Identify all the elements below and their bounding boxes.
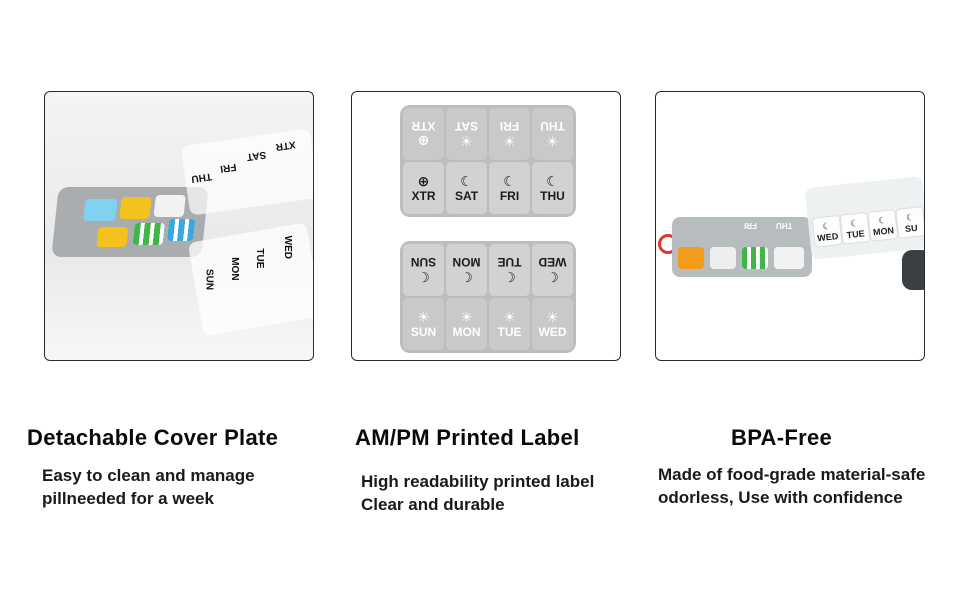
cell-flipped-thu: ☀THU <box>532 108 573 160</box>
sun-icon: ☀ <box>417 309 430 325</box>
compartment-white-pills <box>710 247 736 269</box>
cover-label-tue: TUE <box>253 248 265 269</box>
cell-wed: ☀WED <box>532 298 573 350</box>
moon-icon: ☾ <box>546 269 559 285</box>
cover-label-xtr: XTR <box>274 138 297 153</box>
sun-icon: ☀ <box>546 133 559 149</box>
label-thu-flipped: THU <box>776 221 793 230</box>
cross-circle-icon: ⊕ <box>417 173 430 189</box>
cell-sun: ☀SUN <box>403 298 444 350</box>
desc-line: pillneeded for a week <box>42 489 214 508</box>
cell-flipped-wed: ☾WED <box>532 244 573 296</box>
compartment-green-pills <box>742 247 768 269</box>
cover-label-fri: FRI <box>219 160 237 175</box>
desc-line: Made of food-grade material-safe <box>658 465 926 484</box>
feature-desc-bpa-free: Made of food-grade material-safe odorles… <box>658 463 925 509</box>
desc-line: Easy to clean and manage <box>42 466 255 485</box>
cell-sat: ☾SAT <box>446 162 487 214</box>
pill-box-base <box>51 187 209 257</box>
moon-icon: ☾ <box>417 269 430 285</box>
pill-box-base: FRI THU <box>672 217 812 277</box>
cover-label-mon: MON <box>229 257 241 281</box>
pill-box-bottom: ☾SUN ☾MON ☾TUE ☾WED ☀SUN ☀MON ☀TUE ☀WED <box>400 241 576 353</box>
cell-xtr: ⊕XTR <box>403 162 444 214</box>
cover-label-sat: SAT <box>246 148 267 163</box>
desc-line: Clear and durable <box>361 495 505 514</box>
moon-icon: ☾ <box>546 173 559 189</box>
feature-heading-printed-label: AM/PM Printed Label <box>355 425 580 450</box>
feature-heading-bpa-free: BPA-Free <box>731 425 833 450</box>
label-fri-flipped: FRI <box>744 221 757 230</box>
cover-label-wed: WED <box>282 235 294 260</box>
compartment-orange-pills <box>96 227 129 247</box>
cell-mon: ☀MON <box>446 298 487 350</box>
cell-tue: ☀TUE <box>489 298 530 350</box>
cross-circle-icon: ⊕ <box>417 133 430 149</box>
cover-label-thu: THU <box>190 170 213 185</box>
bpa-free-image: FRI THU ☾WED ☾TUE ☾MON ☾SU <box>655 91 925 361</box>
cell-flipped-xtr: ⊕XTR <box>403 108 444 160</box>
cell-flipped-tue: ☾TUE <box>489 244 530 296</box>
detachable-cover-image: THU FRI SAT XTR SUN MON TUE WED <box>44 91 314 361</box>
feature-heading-cover-plate: Detachable Cover Plate <box>27 425 279 450</box>
cell-flipped-mon: ☾MON <box>446 244 487 296</box>
label-wed: ☾WED <box>811 214 843 248</box>
cover-plate-bottom: SUN MON TUE WED <box>187 222 313 337</box>
compartment-blue-white-pills <box>167 219 196 241</box>
compartment-green-pills <box>132 223 165 245</box>
cover-plate-top: THU FRI SAT XTR <box>180 128 313 216</box>
feature-desc-printed-label: High readability printed label Clear and… <box>361 470 594 516</box>
compartment-white-pills-2 <box>774 247 804 269</box>
cover-plate: ☾WED ☾TUE ☾MON ☾SU <box>804 176 924 260</box>
label-mon: ☾MON <box>867 209 899 242</box>
printed-label-image: ⊕XTR ☀SAT ☀FRI ☀THU ⊕XTR ☾SAT ☾FRI ☾THU … <box>351 91 621 361</box>
label-sun: ☾SU <box>895 206 924 239</box>
label-tue: ☾TUE <box>839 211 871 245</box>
desc-line: odorless, Use with confidence <box>658 488 903 507</box>
compartment-white-pills <box>153 195 186 217</box>
sun-icon: ☀ <box>503 309 516 325</box>
moon-icon: ☾ <box>460 173 473 189</box>
feature-desc-cover-plate: Easy to clean and manage pillneeded for … <box>42 464 255 510</box>
moon-icon: ☾ <box>503 269 516 285</box>
cover-label-sun: SUN <box>203 268 215 291</box>
sun-icon: ☀ <box>503 133 516 149</box>
compartment-blue-pills <box>83 199 118 221</box>
desc-line: High readability printed label <box>361 472 595 491</box>
pill-box-top: ⊕XTR ☀SAT ☀FRI ☀THU ⊕XTR ☾SAT ☾FRI ☾THU <box>400 105 576 217</box>
sun-icon: ☀ <box>460 309 473 325</box>
compartment-yellow-pills <box>119 197 152 219</box>
moon-icon: ☾ <box>503 173 516 189</box>
moon-icon: ☾ <box>460 269 473 285</box>
cell-flipped-sun: ☾SUN <box>403 244 444 296</box>
sun-icon: ☀ <box>546 309 559 325</box>
cell-flipped-sat: ☀SAT <box>446 108 487 160</box>
sun-icon: ☀ <box>460 133 473 149</box>
cell-flipped-fri: ☀FRI <box>489 108 530 160</box>
cell-fri: ☾FRI <box>489 162 530 214</box>
dark-strap <box>902 250 924 290</box>
cell-thu: ☾THU <box>532 162 573 214</box>
compartment-orange-pills <box>678 247 704 269</box>
